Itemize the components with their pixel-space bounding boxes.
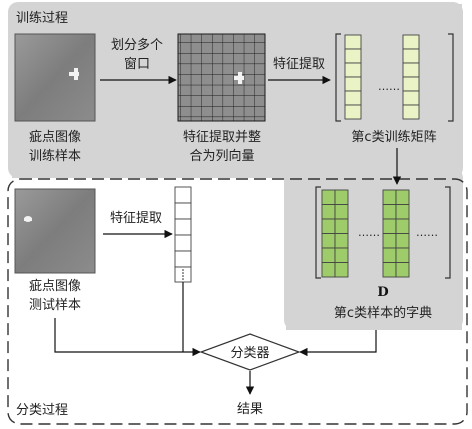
train-matrix-cell: [344, 104, 362, 120]
dictionary-cell: [382, 189, 397, 205]
dictionary-cell: [321, 204, 336, 220]
classification-panel: [7, 178, 468, 425]
dictionary-matrix: [315, 186, 451, 279]
train-matrix: [335, 33, 454, 122]
train-matrix-cell: [402, 76, 420, 92]
dictionary-cell: [395, 189, 410, 205]
dictionary-cell: [334, 262, 349, 278]
dictionary-cell: [321, 247, 336, 263]
extract-label-train: 特征提取: [273, 56, 325, 72]
dictionary-cell: [321, 218, 336, 234]
result-label: 结果: [237, 402, 263, 417]
dictionary-cell: [382, 218, 397, 234]
train-matrix-dots: ……: [378, 80, 400, 93]
dictionary-cell: [382, 247, 397, 263]
dictionary-cell: [334, 218, 349, 234]
train-matrix-cell: [402, 90, 420, 106]
dictionary-dots-2: ……: [416, 226, 438, 239]
train-matrix-cell: [344, 76, 362, 92]
test-vector-cell: [174, 202, 192, 220]
train-matrix-cell: [402, 48, 420, 64]
train-matrix-cell: [344, 34, 362, 50]
train-matrix-cell: [344, 48, 362, 64]
dictionary-cell: [395, 262, 410, 278]
dictionary-cell: [321, 262, 336, 278]
test-sample-image: [14, 188, 96, 274]
train-caption-1: 疵点图像: [29, 130, 81, 145]
dictionary-cell: [321, 233, 336, 249]
dictionary-cell: [382, 204, 397, 220]
test-vector-cell: [174, 186, 192, 204]
test-vector-dot: [182, 269, 184, 271]
dictionary-cell: [334, 233, 349, 249]
test-vector-cell: [174, 234, 192, 252]
train-matrix-cell: [344, 62, 362, 78]
train-caption-2: 训练样本: [29, 149, 81, 164]
classification-title: 分类过程: [16, 403, 68, 418]
split-label-2: 窗口: [124, 56, 150, 72]
grid-caption-2: 合为列向量: [189, 148, 254, 164]
dictionary-caption: 第c类样本的字典: [334, 305, 432, 321]
test-vector-dot: [182, 272, 184, 274]
defect-mark-vertical: [74, 68, 78, 80]
dictionary-cell: [395, 247, 410, 263]
test-vector-cell: [174, 250, 192, 268]
train-sample-image: [14, 33, 96, 122]
test-feature-vector: [174, 186, 192, 283]
dictionary-cell: [395, 218, 410, 234]
dictionary-symbol: D: [377, 285, 388, 300]
grid-caption-1: 特征提取并整: [183, 129, 261, 145]
dictionary-cell: [395, 233, 410, 249]
classifier-label: 分类器: [230, 346, 269, 361]
dictionary-cell: [382, 262, 397, 278]
train-matrix-cell: [402, 34, 420, 50]
test-vector-dot: [182, 278, 184, 280]
dictionary-cell: [382, 233, 397, 249]
train-matrix-cell: [402, 104, 420, 120]
dictionary-cell: [395, 204, 410, 220]
test-to-classifier-line: [54, 318, 201, 357]
dictionary-dots-1: ……: [358, 226, 380, 239]
test-caption-2: 测试样本: [29, 298, 81, 313]
training-title: 训练过程: [16, 11, 68, 26]
dictionary-cell: [334, 247, 349, 263]
train-matrix-cell: [344, 90, 362, 106]
windowed-image: [177, 33, 266, 122]
dictionary-cell: [334, 189, 349, 205]
classifier-node: [199, 333, 301, 371]
test-vector-cell: [174, 218, 192, 236]
test-vector-dot: [182, 275, 184, 277]
split-label-1: 划分多个: [111, 37, 163, 53]
train-matrix-caption: 第c类训练矩阵: [351, 130, 436, 145]
dictionary-to-classifier-line: [299, 330, 377, 357]
test-caption-1: 疵点图像: [29, 279, 81, 294]
train-matrix-cell: [402, 62, 420, 78]
extract-label-test: 特征提取: [110, 210, 162, 226]
dictionary-cell: [321, 189, 336, 205]
dictionary-cell: [334, 204, 349, 220]
